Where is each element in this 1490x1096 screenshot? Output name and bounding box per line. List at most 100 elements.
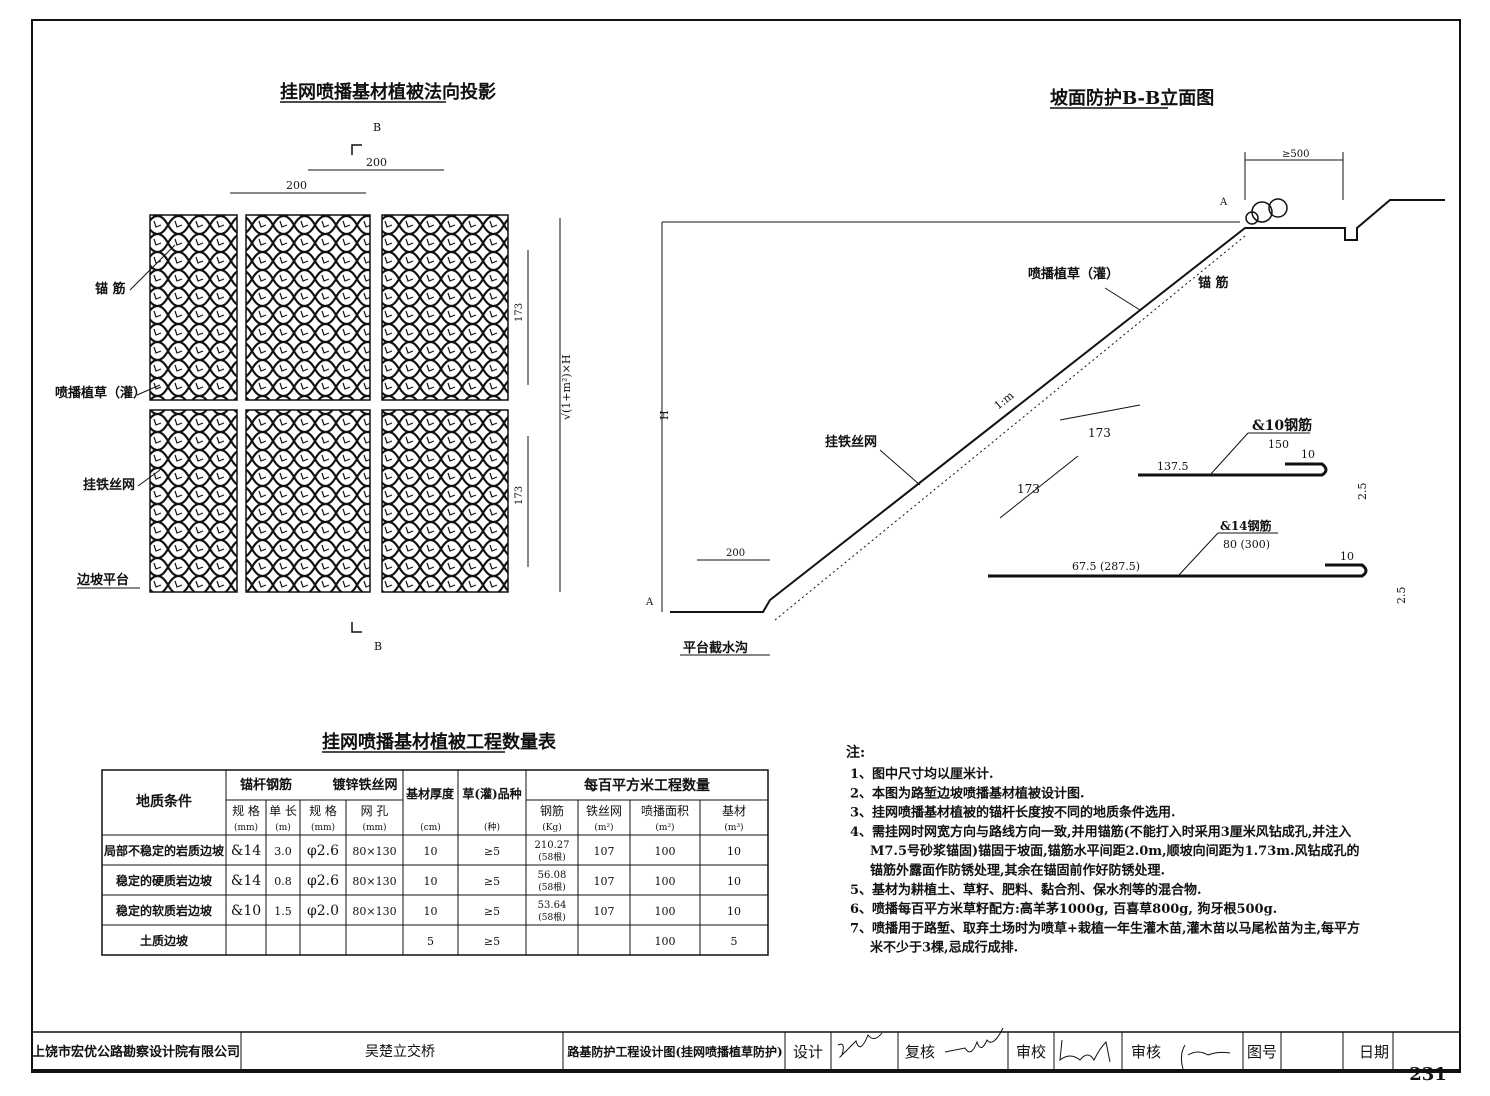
note-line: 锚筋外露面作防锈处理,其余在锚固前作好防锈处理. — [870, 863, 1165, 879]
section-mark-top: B — [373, 121, 381, 134]
h-qty: 每百平方米工程数量 — [584, 777, 710, 794]
table-cell: 1.5 — [274, 905, 292, 918]
date-label: 日期 — [1359, 1043, 1389, 1061]
dim-total-height: √(1+m²)×H — [560, 355, 573, 420]
note-line: 米不少于3棵,忌成行成排. — [870, 940, 1018, 956]
table-cell: 5 — [731, 935, 738, 948]
table-cell: &10 — [231, 903, 261, 919]
table-cell: φ2.6 — [307, 843, 339, 859]
dim-200-left: 200 — [286, 179, 307, 192]
mesh-panels — [149, 214, 509, 593]
dim-173-a: 173 — [1088, 426, 1111, 440]
table-subheader: 基材 — [722, 804, 746, 818]
table-subheader: 喷播面积 — [641, 804, 689, 818]
signature-design — [837, 1032, 883, 1058]
table-cell: ≥5 — [484, 875, 500, 888]
rebar-count-cell: (58根) — [538, 851, 565, 863]
rebar14-dia: 2.5 — [1395, 587, 1408, 605]
projection-title: 挂网喷播基材植被法向投影 — [280, 81, 496, 103]
h-grass: 草(灌)品种 — [462, 786, 521, 801]
table-unit: (mm) — [362, 822, 386, 833]
design-label: 设计 — [793, 1043, 823, 1061]
note-line: 3、挂网喷播基材植被的锚杆长度按不同的地质条件选用. — [850, 805, 1176, 821]
note-line: 2、本图为路堑边坡喷播基材植被设计图. — [850, 785, 1085, 801]
table-subheader: 钢筋 — [540, 803, 564, 818]
table-title: 挂网喷播基材植被工程数量表 — [322, 731, 557, 753]
quantity-table: 挂网喷播基材植被工程数量表 地质条件 锚杆钢筋 镀锌铁丝网 基材厚度 草(灌)品… — [101, 731, 769, 956]
table-subheader: 网 孔 — [361, 804, 389, 818]
dim-173-lower: 173 — [514, 486, 525, 505]
rebar10-hook: 10 — [1301, 448, 1315, 461]
project-name: 吴楚立交桥 — [365, 1043, 435, 1060]
h-condition: 地质条件 — [136, 793, 192, 810]
label-spray-elev: 喷播植草（灌） — [1028, 266, 1119, 282]
label-spray: 喷播植草（灌） — [55, 385, 146, 401]
height-label: H — [658, 410, 671, 420]
table-subheader: 单 长 — [269, 804, 297, 818]
rebar10-length: 150 — [1268, 438, 1289, 451]
table-unit: (m) — [275, 822, 291, 833]
table-cell: 100 — [655, 905, 676, 918]
label-mesh: 挂铁丝网 — [83, 477, 135, 493]
condition-cell: 土质边坡 — [140, 933, 189, 948]
table-cell: 10 — [424, 905, 438, 918]
table-unit: (m²) — [655, 822, 674, 833]
table-cell: 10 — [727, 905, 741, 918]
table-cell: 107 — [594, 905, 615, 918]
page-number: 231 — [1409, 1064, 1447, 1085]
rebar10-dia: 2.5 — [1356, 483, 1369, 501]
note-line: 1、图中尺寸均以厘米计. — [850, 766, 994, 782]
projection-view: 挂网喷播基材植被法向投影 B B 200 200 173 173 √(1+m²)… — [55, 81, 573, 653]
table-cell: 10 — [727, 845, 741, 858]
condition-cell: 局部不稳定的岩质边坡 — [104, 843, 225, 858]
table-cell: 100 — [655, 875, 676, 888]
section-mark-a-bottom: A — [645, 597, 654, 608]
table-cell: 10 — [424, 845, 438, 858]
rebar14-length: 80 (300) — [1223, 538, 1270, 551]
table-cell: 0.8 — [274, 875, 292, 888]
elevation-view: 坡面防护B-B立面图 ≥500 H A A 1:m 173 173 200 喷播… — [645, 87, 1445, 656]
elevation-title: 坡面防护B-B立面图 — [1050, 87, 1214, 109]
table-unit: (mm) — [311, 822, 335, 833]
table-unit: (m²) — [594, 822, 613, 833]
notes-title: 注: — [846, 744, 865, 761]
dim-173-upper: 173 — [514, 303, 525, 322]
rebar-count-cell: (58根) — [538, 911, 565, 923]
table-cell: 100 — [655, 845, 676, 858]
condition-cell: 稳定的软质岩边坡 — [116, 903, 213, 918]
note-line: 4、需挂网时网宽方向与路线方向一致,并用锚筋(不能打入时采用3厘米风钻成孔,并注… — [850, 824, 1351, 840]
signature-check — [1059, 1039, 1111, 1063]
drawing-no-label: 图号 — [1247, 1043, 1277, 1061]
signature-approve — [1180, 1044, 1231, 1070]
label-anchor-elev: 锚 筋 — [1198, 275, 1229, 291]
table-cell: 3.0 — [274, 845, 292, 858]
table-unit: (m³) — [724, 822, 743, 833]
label-mesh-elev: 挂铁丝网 — [825, 434, 877, 450]
dim-200: 200 — [726, 548, 745, 559]
h-thick: 基材厚度 — [405, 786, 455, 801]
rebar-count-cell: (58根) — [538, 881, 565, 893]
rebar14-tail: 67.5 (287.5) — [1072, 560, 1140, 573]
table-cell: 80×130 — [352, 845, 396, 858]
rebar-weight-cell: 210.27 — [535, 840, 570, 851]
shrub-icon — [1245, 198, 1288, 225]
table-cell: 80×130 — [352, 905, 396, 918]
dim-173-b: 173 — [1017, 482, 1040, 496]
table-cell: 10 — [424, 875, 438, 888]
table-cell: 5 — [427, 935, 434, 948]
table-unit: (mm) — [234, 822, 258, 833]
notes: 注: 1、图中尺寸均以厘米计. 2、本图为路堑边坡喷播基材植被设计图. 3、挂网喷播… — [846, 744, 1360, 956]
rebar-10-detail: &10钢筋 150 137.5 10 2.5 — [1138, 417, 1369, 500]
check-label: 审校 — [1016, 1043, 1046, 1061]
rebar14-title: &14钢筋 — [1220, 518, 1272, 533]
table-cell: 80×130 — [352, 875, 396, 888]
rebar14-hook: 10 — [1340, 550, 1354, 563]
table-subheader: 铁丝网 — [586, 804, 622, 818]
table-cell: 100 — [655, 935, 676, 948]
table-cell: 107 — [594, 845, 615, 858]
table-cell: &14 — [231, 873, 261, 889]
table-cell: 10 — [727, 875, 741, 888]
